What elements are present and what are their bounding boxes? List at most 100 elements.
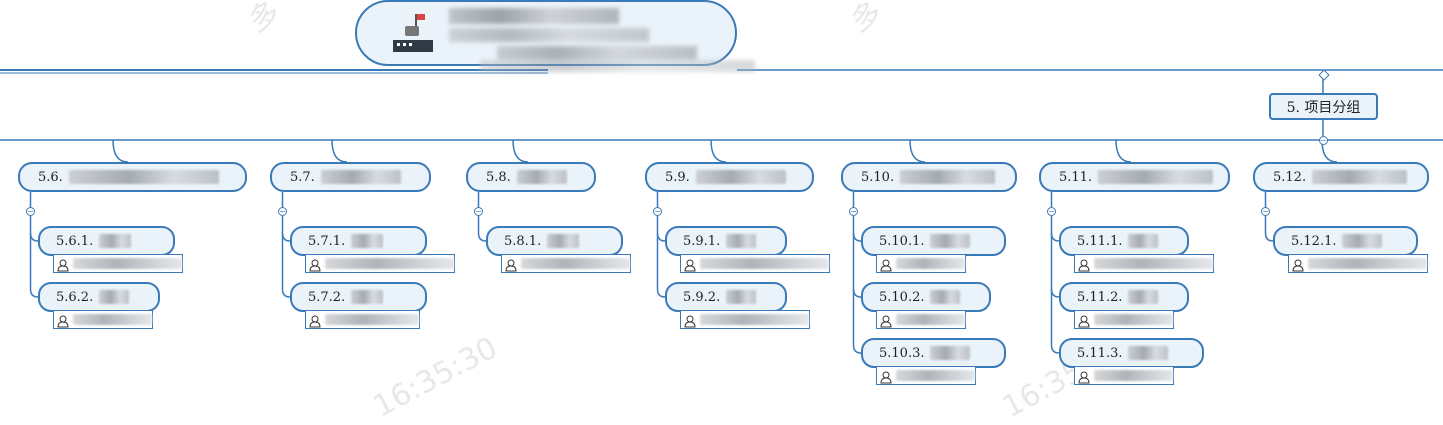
redacted-text (896, 314, 965, 325)
owner-tag[interactable] (1074, 310, 1174, 329)
child-label: 5.11.1. (1077, 233, 1123, 249)
child-label: 5.10.2. (879, 289, 925, 305)
owner-tag[interactable] (876, 254, 966, 273)
subtopic-node[interactable]: 5.12. (1253, 162, 1429, 192)
child-node[interactable]: 5.10.2. (861, 282, 991, 312)
owner-tag[interactable] (680, 254, 830, 273)
redacted-text (1308, 258, 1427, 269)
collapse-toggle[interactable]: − (26, 207, 35, 216)
child-node[interactable]: 5.11.1. (1059, 226, 1189, 256)
owner-tag[interactable] (501, 254, 631, 273)
child-node[interactable]: 5.6.1. (38, 226, 175, 256)
redacted-text (1094, 258, 1213, 269)
child-node[interactable]: 5.11.2. (1059, 282, 1189, 312)
redacted-text (930, 290, 961, 304)
collapse-toggle[interactable]: − (1261, 207, 1270, 216)
collapse-toggle[interactable]: − (849, 207, 858, 216)
connector-line (477, 232, 487, 242)
child-label: 5.6.1. (56, 233, 94, 249)
owner-tag[interactable] (1074, 254, 1214, 273)
collapse-toggle[interactable]: − (1047, 207, 1056, 216)
connector-line (1050, 344, 1060, 354)
subtopic-node[interactable]: 5.7. (270, 162, 431, 192)
redacted-text (68, 170, 219, 184)
subtopic-label: 5.11. (1059, 169, 1093, 185)
collapse-toggle[interactable]: − (474, 207, 483, 216)
child-node[interactable]: 5.12.1. (1273, 226, 1418, 256)
owner-tag[interactable] (53, 310, 153, 329)
subtopic-label: 5.7. (290, 169, 315, 185)
connector-line (29, 232, 39, 242)
child-label: 5.11.3. (1077, 345, 1123, 361)
subtopic-node[interactable]: 5.10. (841, 162, 1017, 192)
subtopic-label: 5.12. (1273, 169, 1307, 185)
redacted-text (1094, 314, 1173, 325)
collapse-toggle[interactable]: − (278, 207, 287, 216)
owner-tag[interactable] (1074, 366, 1174, 385)
redacted-text (695, 170, 786, 184)
person-icon (880, 313, 892, 328)
redacted-text (896, 258, 965, 269)
subtopic-node[interactable]: 5.9. (645, 162, 814, 192)
collapse-toggle[interactable]: − (1318, 136, 1328, 145)
child-label: 5.10.1. (879, 233, 925, 249)
redacted-text (1128, 234, 1159, 248)
child-node[interactable]: 5.7.1. (290, 226, 427, 256)
root-topic[interactable] (355, 0, 737, 66)
owner-tag[interactable] (305, 254, 455, 273)
child-label: 5.10.3. (879, 345, 925, 361)
subtopic-node[interactable]: 5.8. (466, 162, 596, 192)
owner-tag[interactable] (53, 254, 183, 273)
redacted-text (1128, 346, 1169, 360)
subtopic-node[interactable]: 5.11. (1039, 162, 1230, 192)
person-icon (880, 369, 892, 384)
connector-line (281, 288, 291, 298)
owner-tag[interactable] (876, 310, 966, 329)
child-node[interactable]: 5.11.3. (1059, 338, 1204, 368)
connector-line (1050, 288, 1060, 298)
owner-tag[interactable] (680, 310, 810, 329)
owner-tag[interactable] (1288, 254, 1428, 273)
child-node[interactable]: 5.9.1. (665, 226, 787, 256)
redacted-text (726, 290, 757, 304)
child-label: 5.7.2. (308, 289, 346, 305)
connector-line (852, 232, 862, 242)
owner-tag[interactable] (305, 310, 420, 329)
redacted-text (73, 258, 182, 269)
connector-line (909, 139, 926, 163)
child-label: 5.9.2. (683, 289, 721, 305)
child-node[interactable]: 5.10.3. (861, 338, 1006, 368)
group-topic[interactable]: 5. 项目分组 (1269, 93, 1378, 120)
child-node[interactable]: 5.9.2. (665, 282, 787, 312)
child-node[interactable]: 5.8.1. (486, 226, 623, 256)
child-label: 5.12.1. (1291, 233, 1337, 249)
owner-tag[interactable] (876, 366, 976, 385)
connector-line (281, 232, 291, 242)
connector-line (710, 139, 727, 163)
group-label: 5. 项目分组 (1286, 99, 1361, 116)
child-label: 5.7.1. (308, 233, 346, 249)
redacted-text (1342, 234, 1383, 248)
child-node[interactable]: 5.6.2. (38, 282, 160, 312)
redacted-text (1098, 170, 1214, 184)
collapse-toggle[interactable]: − (653, 207, 662, 216)
connector-line (656, 232, 666, 242)
person-icon (309, 257, 321, 272)
connector-line (512, 139, 529, 163)
person-icon (309, 313, 321, 328)
person-icon (684, 257, 696, 272)
connector-line (331, 139, 348, 163)
redacted-text (547, 234, 580, 248)
redacted-text (896, 370, 975, 381)
subtopic-label: 5.9. (665, 169, 690, 185)
redacted-text (516, 170, 567, 184)
child-node[interactable]: 5.7.2. (290, 282, 427, 312)
redacted-text (325, 258, 454, 269)
redacted-text (73, 314, 152, 325)
child-label: 5.6.2. (56, 289, 94, 305)
subtopic-node[interactable]: 5.6. (18, 162, 247, 192)
connector-line (29, 288, 39, 298)
child-label: 5.8.1. (504, 233, 542, 249)
child-node[interactable]: 5.10.1. (861, 226, 1006, 256)
